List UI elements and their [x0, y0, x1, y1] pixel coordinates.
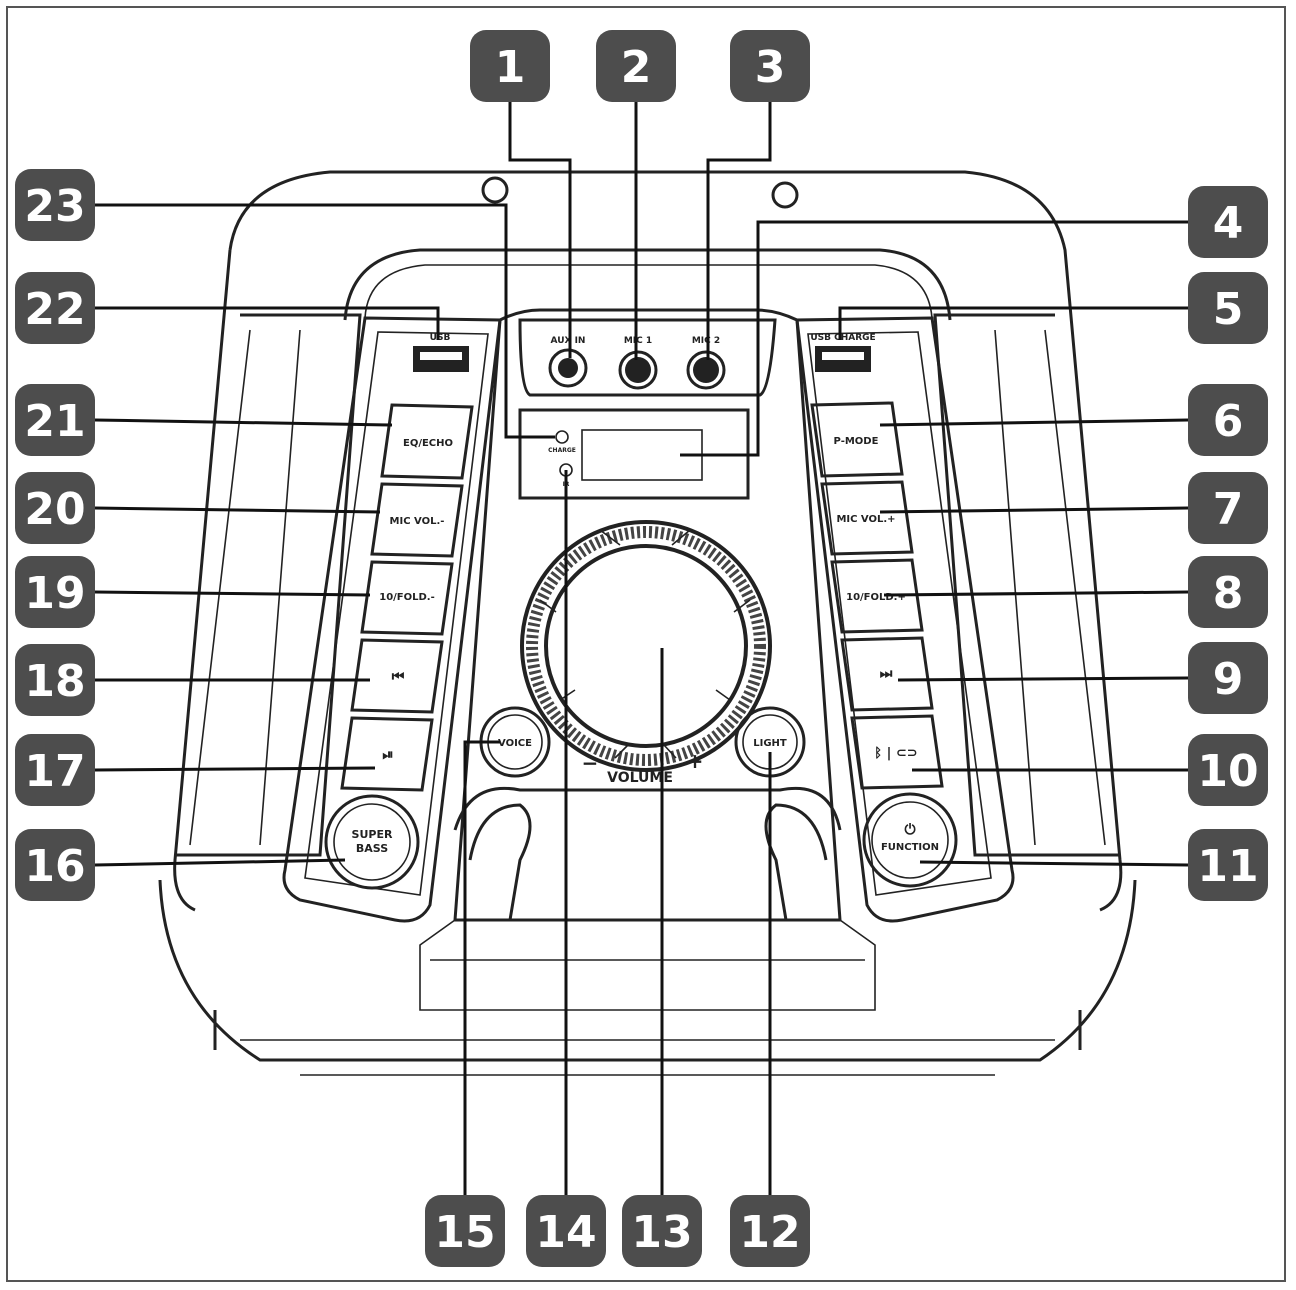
- svg-text:11: 11: [1197, 841, 1258, 892]
- charge-label: CHARGE: [548, 447, 576, 454]
- bluetooth-tws-button[interactable]: ᛒ | ⊂⊃: [850, 714, 944, 790]
- callout-10: 10: [1188, 734, 1268, 806]
- folder-minus-label: 10/FOLD.-: [379, 592, 435, 603]
- prev-button[interactable]: ⏮: [350, 638, 444, 714]
- bluetooth-tws-icon: ᛒ | ⊂⊃: [874, 746, 917, 761]
- callout-13: 13: [622, 1195, 702, 1267]
- callout-badges: 1 2 3 4 5 6 7 8: [15, 30, 1268, 1267]
- volume-label: VOLUME: [607, 770, 673, 786]
- callout-20: 20: [15, 472, 95, 544]
- svg-text:8: 8: [1213, 568, 1244, 619]
- play-pause-icon: ⏯: [382, 747, 393, 763]
- usb-charge-port[interactable]: USB CHARGE: [810, 333, 876, 372]
- leader-lines: [94, 100, 1189, 1195]
- callout-5: 5: [1188, 272, 1268, 344]
- svg-text:17: 17: [24, 746, 85, 797]
- svg-text:23: 23: [24, 181, 85, 232]
- prev-icon: ⏮: [392, 669, 405, 685]
- callout-21: 21: [15, 384, 95, 456]
- callout-2: 2: [596, 30, 676, 102]
- callout-14: 14: [526, 1195, 606, 1267]
- left-buttons: EQ/ECHO MIC VOL.- 10/FOLD.- ⏮ ⏯ SUPER BA…: [324, 403, 474, 890]
- aux-in-jack[interactable]: AUX IN: [548, 336, 588, 388]
- callout-4: 4: [1188, 186, 1268, 258]
- callout-3: 3: [730, 30, 810, 102]
- callout-1: 1: [470, 30, 550, 102]
- callout-7: 7: [1188, 472, 1268, 544]
- next-button[interactable]: ⏭: [840, 636, 934, 712]
- svg-text:22: 22: [24, 284, 85, 335]
- svg-text:20: 20: [24, 484, 85, 535]
- callout-6: 6: [1188, 384, 1268, 456]
- speaker-body: [158, 170, 1137, 1076]
- callout-18: 18: [15, 644, 95, 716]
- svg-text:16: 16: [24, 841, 85, 892]
- folder-plus-label: 10/FOLD.+: [846, 592, 906, 603]
- folder-plus-button[interactable]: 10/FOLD.+: [830, 558, 924, 634]
- svg-text:6: 6: [1213, 396, 1244, 447]
- eq-echo-button[interactable]: EQ/ECHO: [380, 403, 474, 480]
- callout-16: 16: [15, 829, 95, 901]
- p-mode-button[interactable]: P-MODE: [810, 401, 904, 478]
- svg-text:9: 9: [1213, 654, 1244, 705]
- callout-9: 9: [1188, 642, 1268, 714]
- power-function-button[interactable]: ⏻ FUNCTION: [862, 792, 958, 888]
- super-bass-button[interactable]: SUPER BASS: [324, 794, 420, 890]
- callout-22: 22: [15, 272, 95, 344]
- mic2-label: MIC 2: [692, 336, 720, 346]
- svg-text:1: 1: [495, 42, 526, 93]
- mic-vol-plus-label: MIC VOL.+: [836, 514, 895, 525]
- callout-17: 17: [15, 734, 95, 806]
- power-icon: ⏻: [904, 822, 915, 838]
- jack-panel: AUX IN MIC 1 MIC 2: [518, 318, 777, 397]
- p-mode-label: P-MODE: [834, 436, 879, 447]
- usb-label: USB: [430, 333, 451, 343]
- mic2-jack[interactable]: MIC 2: [686, 336, 726, 390]
- mic1-jack[interactable]: MIC 1: [618, 336, 658, 390]
- folder-minus-button[interactable]: 10/FOLD.-: [360, 560, 454, 636]
- volume-minus-label: −: [582, 751, 599, 775]
- callout-23: 23: [15, 169, 95, 241]
- svg-text:3: 3: [755, 42, 786, 93]
- svg-text:10: 10: [1197, 746, 1258, 797]
- svg-text:19: 19: [24, 568, 85, 619]
- volume-knob[interactable]: VOLUME − +: [520, 520, 772, 786]
- svg-text:2: 2: [621, 42, 652, 93]
- usb-charge-label: USB CHARGE: [810, 333, 875, 343]
- charge-led: [555, 430, 569, 444]
- voice-label: VOICE: [498, 738, 532, 749]
- mic1-label: MIC 1: [624, 336, 652, 346]
- svg-text:5: 5: [1213, 284, 1244, 335]
- svg-text:13: 13: [631, 1207, 692, 1258]
- next-icon: ⏭: [880, 666, 893, 682]
- svg-text:4: 4: [1213, 198, 1244, 249]
- callout-19: 19: [15, 556, 95, 628]
- callout-15: 15: [425, 1195, 505, 1267]
- svg-text:21: 21: [24, 396, 85, 447]
- usb-port[interactable]: USB: [413, 333, 469, 372]
- right-buttons: P-MODE MIC VOL.+ 10/FOLD.+ ⏭ ᛒ | ⊂⊃ ⏻ FU…: [810, 401, 958, 888]
- function-label: FUNCTION: [881, 842, 939, 853]
- super-label: SUPER: [352, 828, 393, 841]
- callout-11: 11: [1188, 829, 1268, 901]
- light-label: LIGHT: [753, 738, 787, 749]
- mic-vol-minus-label: MIC VOL.-: [390, 516, 445, 527]
- figure-frame: [6, 6, 1286, 1282]
- callout-8: 8: [1188, 556, 1268, 628]
- svg-text:18: 18: [24, 656, 85, 707]
- bass-label: BASS: [356, 842, 388, 855]
- mic-vol-minus-button[interactable]: MIC VOL.-: [370, 482, 464, 558]
- volume-plus-label: +: [687, 749, 704, 773]
- play-pause-button[interactable]: ⏯: [340, 716, 434, 792]
- svg-text:12: 12: [739, 1207, 800, 1258]
- mic-vol-plus-button[interactable]: MIC VOL.+: [820, 480, 914, 556]
- callout-12: 12: [730, 1195, 810, 1267]
- aux-in-label: AUX IN: [551, 336, 586, 346]
- svg-text:15: 15: [434, 1207, 495, 1258]
- svg-text:7: 7: [1213, 484, 1244, 535]
- svg-text:14: 14: [535, 1207, 596, 1258]
- eq-echo-label: EQ/ECHO: [403, 438, 453, 449]
